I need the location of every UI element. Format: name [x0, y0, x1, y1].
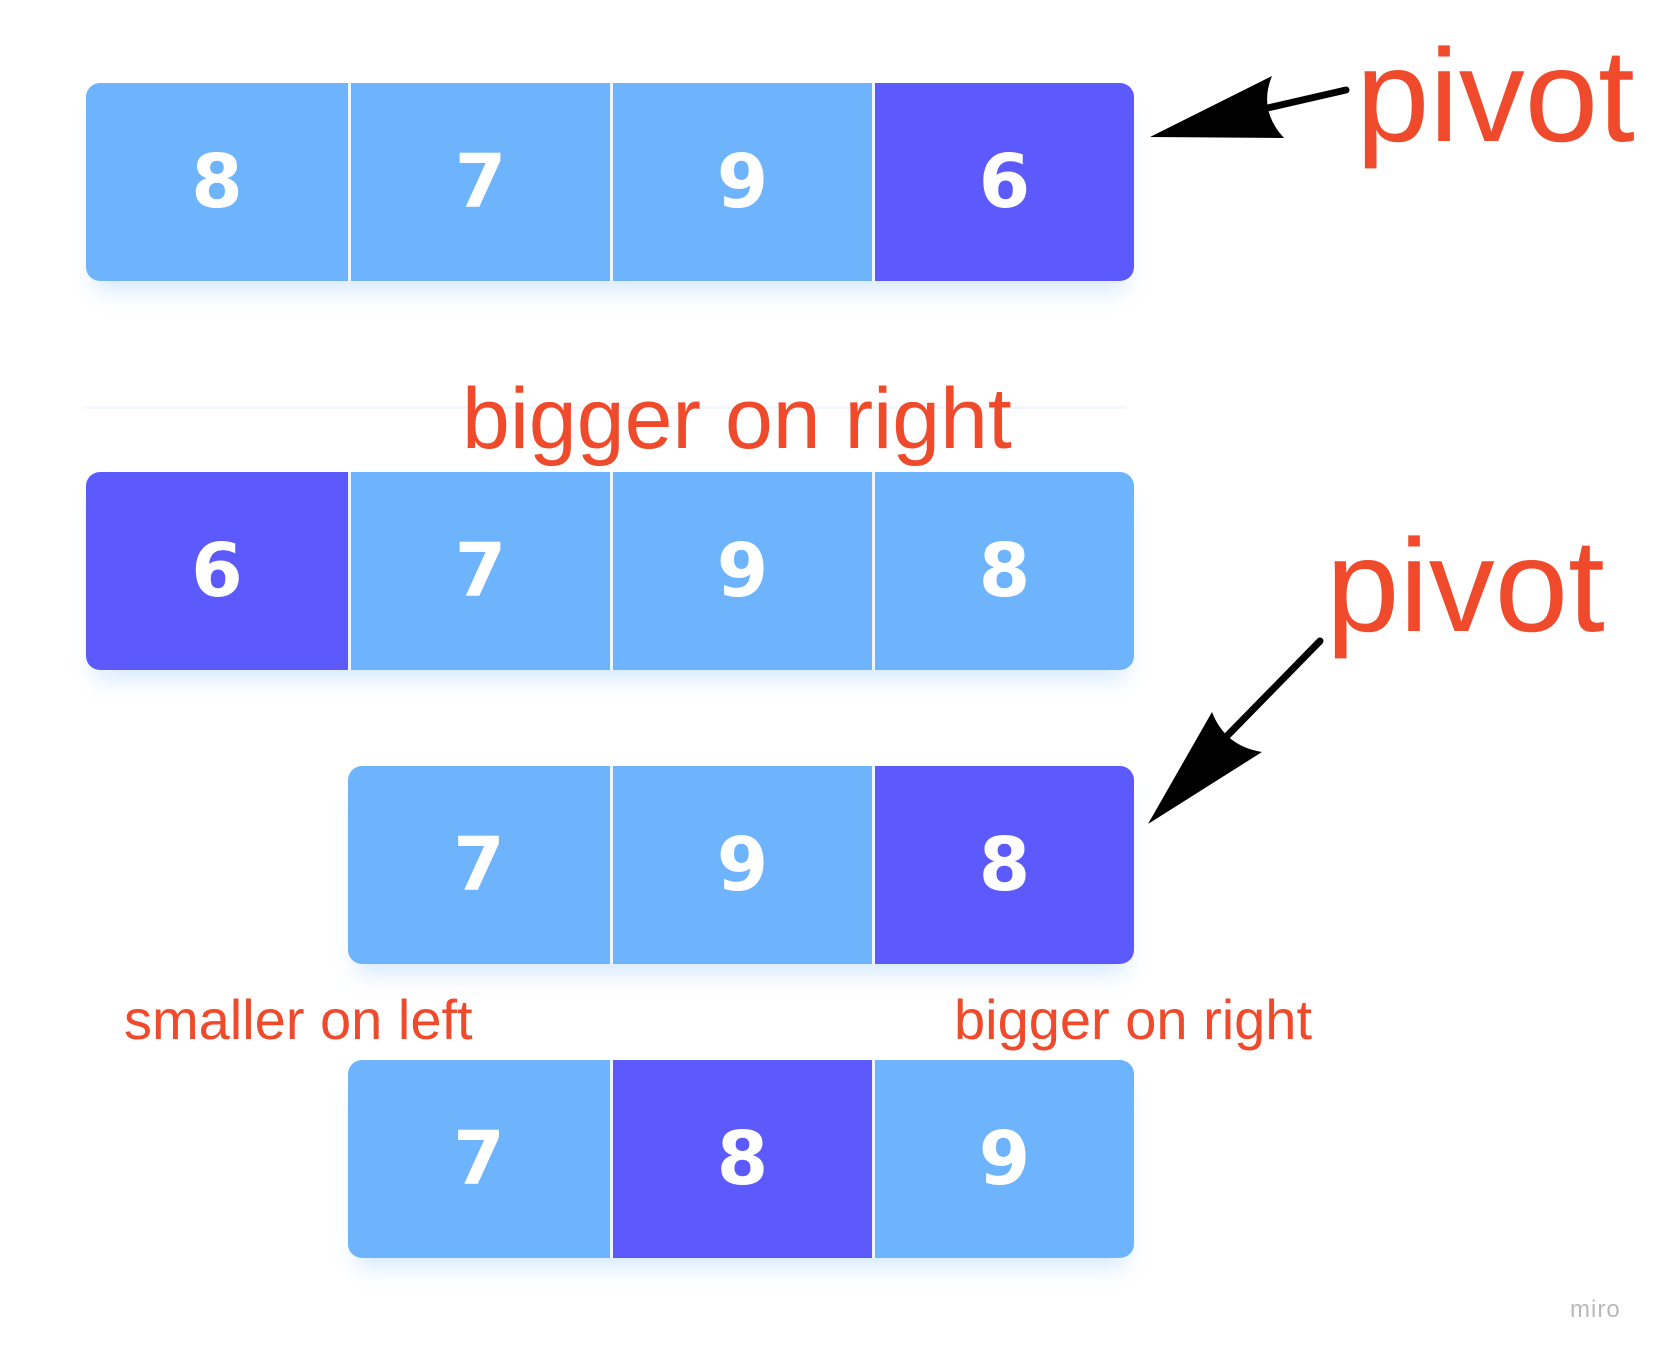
arrow-icon	[1148, 637, 1324, 824]
array-cell: 7	[348, 1060, 610, 1258]
pivot-cell: 8	[872, 766, 1134, 964]
array-cell: 7	[348, 83, 610, 281]
divider-line	[86, 406, 1126, 409]
pivot-cell: 8	[610, 1060, 872, 1258]
array-row-4: 7 8 9	[348, 1060, 1134, 1258]
array-cell: 8	[872, 472, 1134, 670]
pivot-label: pivot	[1356, 22, 1635, 169]
array-cell: 9	[872, 1060, 1134, 1258]
pivot-cell: 6	[86, 472, 348, 670]
array-row-1: 8 7 9 6	[86, 83, 1134, 281]
array-cell: 9	[610, 472, 872, 670]
arrow-icon	[1150, 76, 1350, 138]
array-row-3: 7 9 8	[348, 766, 1134, 964]
array-row-2: 6 7 9 8	[86, 472, 1134, 670]
pivot-label: pivot	[1326, 512, 1605, 659]
bigger-on-right-label: bigger on right	[954, 988, 1313, 1051]
miro-watermark: miro	[1570, 1296, 1621, 1323]
array-cell: 9	[610, 83, 872, 281]
pivot-cell: 6	[872, 83, 1134, 281]
bigger-on-right-label: bigger on right	[462, 371, 1012, 467]
smaller-on-left-label: smaller on left	[124, 988, 473, 1051]
array-cell: 7	[348, 766, 610, 964]
array-cell: 7	[348, 472, 610, 670]
array-cell: 9	[610, 766, 872, 964]
array-cell: 8	[86, 83, 348, 281]
